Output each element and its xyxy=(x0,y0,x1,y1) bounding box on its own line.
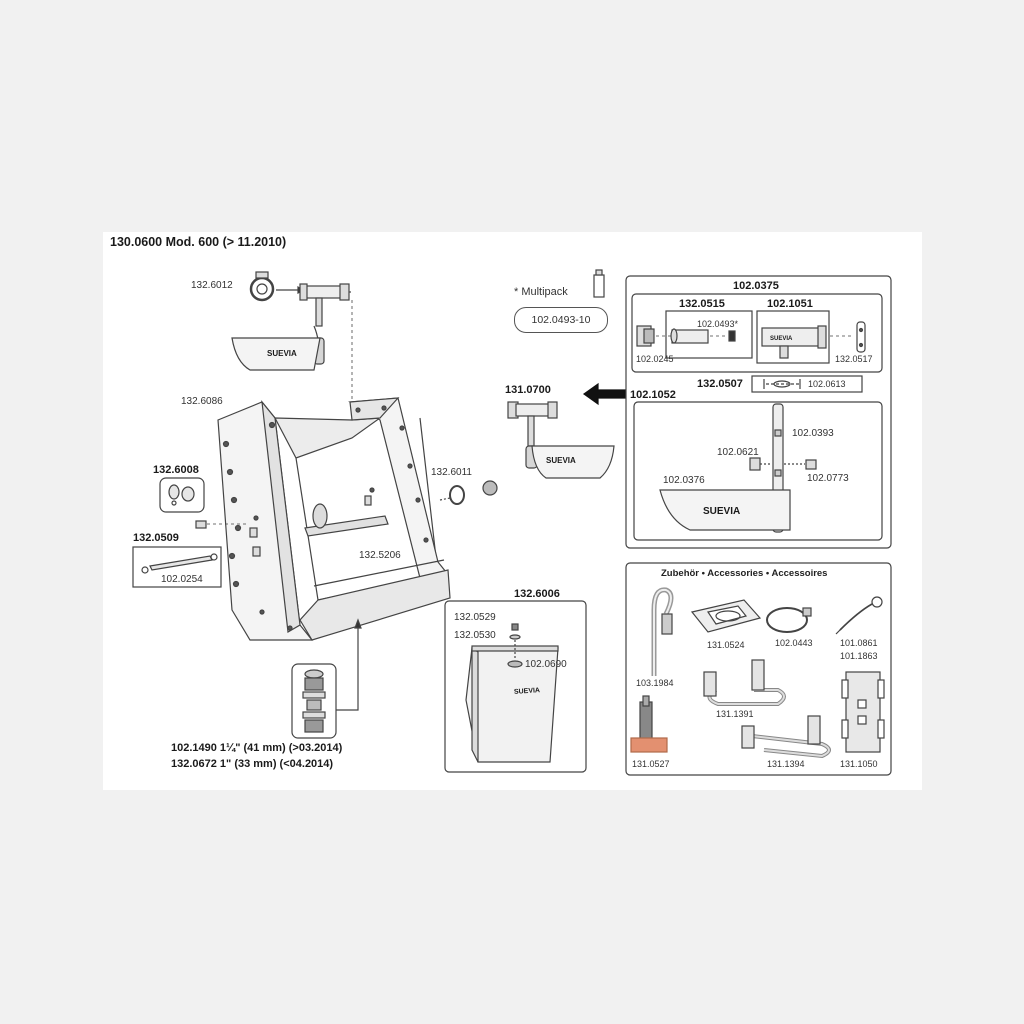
valve-brand-small: SUEVIA xyxy=(770,336,793,342)
label-132-0530: 132.0530 xyxy=(454,630,496,641)
acc-131-1050: 131.1050 xyxy=(840,759,878,769)
acc-101-1863: 101.1863 xyxy=(840,651,878,661)
acc-131-0524: 131.0524 xyxy=(707,640,745,650)
acc-131-0527: 131.0527 xyxy=(632,759,670,769)
replacement-arrow xyxy=(582,382,626,406)
acc-103-1984: 103.1984 xyxy=(636,678,674,688)
label-102-0613: 102.0613 xyxy=(808,379,846,389)
acc-101-0861: 101.0861 xyxy=(840,638,878,648)
label-102-0493: 102.0493* xyxy=(697,319,739,329)
label-102-1052: 102.1052 xyxy=(630,389,676,401)
label-131-0700: 131.0700 xyxy=(505,384,551,396)
multipack-label: * Multipack xyxy=(514,286,568,298)
label-102-0773: 102.0773 xyxy=(807,473,849,484)
cover-brand: SUEVIA xyxy=(513,687,541,696)
label-102-0254: 102.0254 xyxy=(161,574,203,585)
label-132-5206: 132.5206 xyxy=(359,550,401,561)
label-132-0517: 132.0517 xyxy=(835,354,873,364)
group-bowl-brand: SUEVIA xyxy=(703,506,741,517)
label-132-6008: 132.6008 xyxy=(153,464,199,476)
label-132-6006: 132.6006 xyxy=(514,588,560,600)
label-132-6011: 132.6011 xyxy=(431,467,472,478)
acc-131-1391: 131.1391 xyxy=(716,709,754,719)
bowl-brand: SUEVIA xyxy=(267,349,297,358)
label-102-1051: 102.1051 xyxy=(767,298,813,310)
label-102-0393: 102.0393 xyxy=(792,428,834,439)
label-132-0509: 132.0509 xyxy=(133,532,179,544)
label-132-0507: 132.0507 xyxy=(697,378,743,390)
replacement-valve-131-0700 xyxy=(507,401,615,479)
accessories-title: Zubehör • Accessories • Accessoires xyxy=(661,568,828,579)
label-132-0529: 132.0529 xyxy=(454,612,496,623)
label-132-0515: 132.0515 xyxy=(679,298,725,310)
top-valve-assembly xyxy=(231,271,353,400)
acc-131-1394: 131.1394 xyxy=(767,759,805,769)
multipack-part: 102.0493-10 xyxy=(514,307,608,333)
label-102-0690: 102.0690 xyxy=(525,659,567,670)
page-title: 130.0600 Mod. 600 (> 11.2010) xyxy=(110,235,287,249)
label-132-6012: 132.6012 xyxy=(191,280,233,291)
footnote-line-1: 102.1490 1¼" (41 mm) (>03.2014) xyxy=(171,742,343,754)
label-102-0376: 102.0376 xyxy=(663,475,705,486)
footnote-line-2: 132.0672 1" (33 mm) (<04.2014) xyxy=(171,758,334,770)
label-102-0375: 102.0375 xyxy=(733,280,779,292)
acc-102-0443: 102.0443 xyxy=(775,638,813,648)
feeder-trough xyxy=(217,397,451,641)
label-132-6086: 132.6086 xyxy=(181,396,223,407)
label-102-0621: 102.0621 xyxy=(717,447,759,458)
replacement-bowl-brand: SUEVIA xyxy=(546,456,576,465)
part-box-132-0509 xyxy=(132,546,222,588)
label-102-0245: 102.0245 xyxy=(636,354,674,364)
